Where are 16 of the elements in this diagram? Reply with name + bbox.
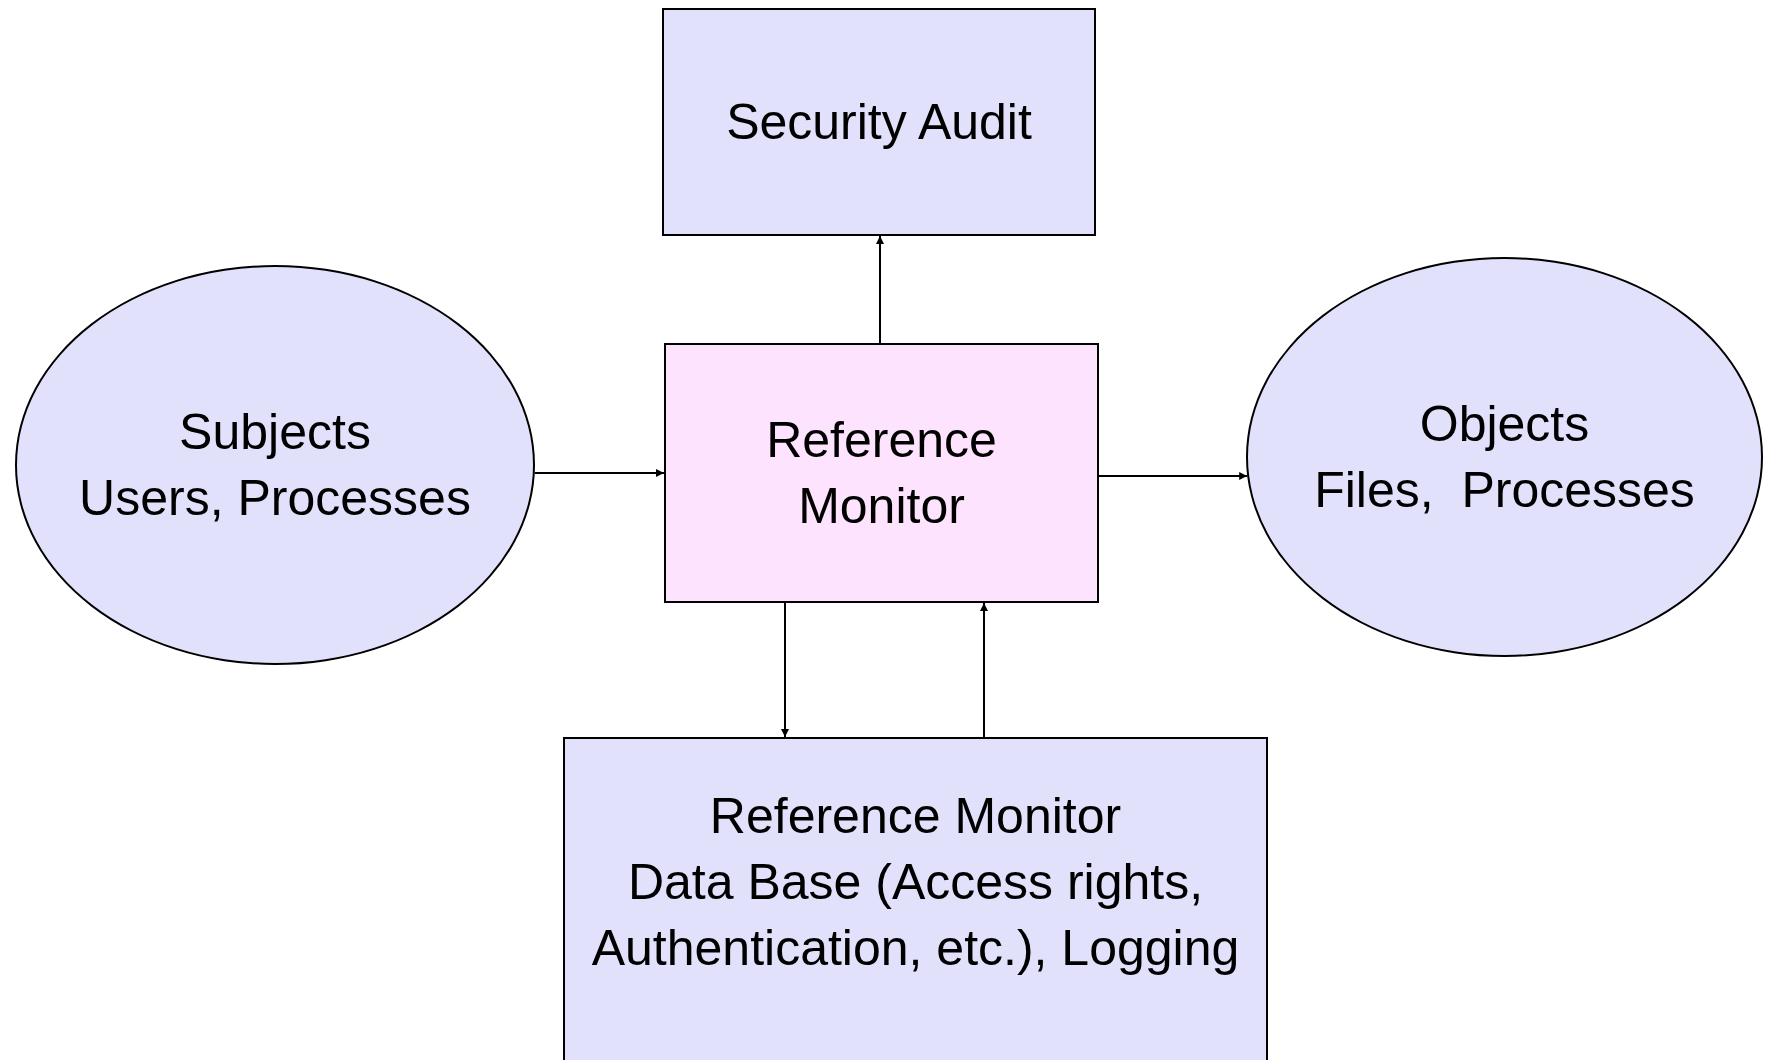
- arrow: [1098, 472, 1249, 480]
- node-text: Users, Processes: [79, 469, 471, 528]
- arrow: [533, 469, 665, 477]
- node-text: Security Audit: [726, 93, 1032, 152]
- node-text: Subjects: [179, 403, 371, 462]
- node-text: Reference Monitor: [709, 787, 1122, 846]
- node-text: Data Base (Access rights, Authentication, etc.), Logging: [590, 853, 1241, 978]
- process-box: [664, 343, 1099, 603]
- node-text: Objects: [1419, 395, 1590, 454]
- node-text: Files, Processes: [1314, 461, 1695, 520]
- process-box: [563, 737, 1268, 1060]
- arrow: [876, 235, 884, 344]
- process-box: [662, 8, 1096, 236]
- node-text: Reference Monitor: [765, 411, 998, 536]
- arrow: [980, 602, 988, 738]
- arrow: [781, 602, 789, 738]
